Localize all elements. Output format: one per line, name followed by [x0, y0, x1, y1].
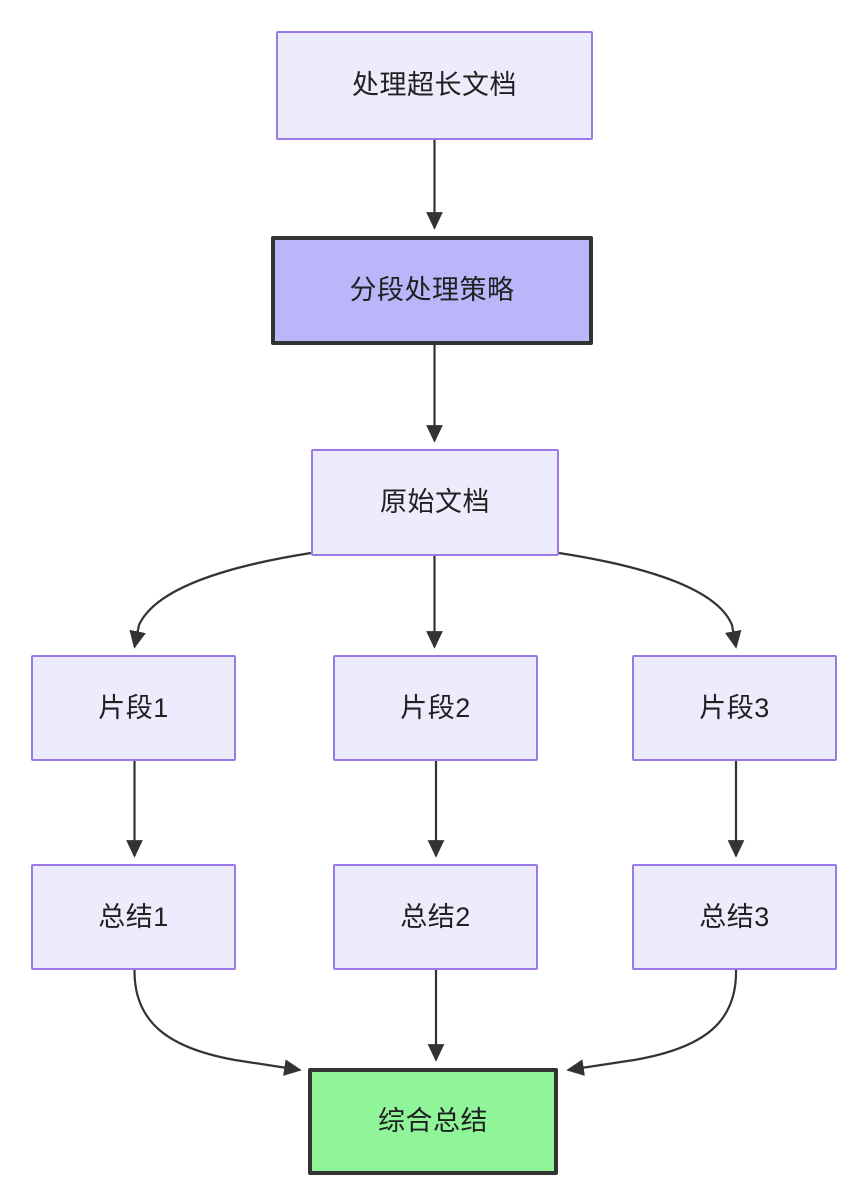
- node-strategy-label: 分段处理策略: [349, 275, 515, 306]
- edge-source-doc-to-chunk-1: [129, 551, 312, 649]
- node-chunk-2-label: 片段2: [400, 692, 471, 723]
- edge-summary-3-to-final-summary: [566, 969, 738, 1076]
- node-chunk-3-label: 片段3: [699, 692, 770, 723]
- node-chunk-3[interactable]: 片段3: [632, 655, 837, 761]
- node-strategy[interactable]: 分段处理策略: [271, 236, 593, 345]
- edge-summary-1-to-final-summary: [133, 969, 302, 1076]
- node-chunk-1-label: 片段1: [98, 692, 169, 723]
- node-chunk-1[interactable]: 片段1: [31, 655, 236, 761]
- node-summary-2-label: 总结2: [400, 901, 471, 932]
- node-summary-3-label: 总结3: [699, 901, 770, 932]
- node-source-doc-label: 原始文档: [380, 487, 490, 518]
- node-chunk-2[interactable]: 片段2: [333, 655, 538, 761]
- node-final-summary-label: 综合总结: [378, 1106, 488, 1137]
- edge-source-doc-to-chunk-3: [558, 551, 742, 649]
- node-long-doc[interactable]: 处理超长文档: [276, 31, 593, 140]
- node-final-summary[interactable]: 综合总结: [308, 1068, 558, 1175]
- node-summary-3[interactable]: 总结3: [632, 864, 837, 970]
- node-long-doc-label: 处理超长文档: [352, 70, 517, 101]
- node-summary-1-label: 总结1: [98, 901, 169, 932]
- node-summary-2[interactable]: 总结2: [333, 864, 538, 970]
- node-source-doc[interactable]: 原始文档: [311, 449, 559, 556]
- node-summary-1[interactable]: 总结1: [31, 864, 236, 970]
